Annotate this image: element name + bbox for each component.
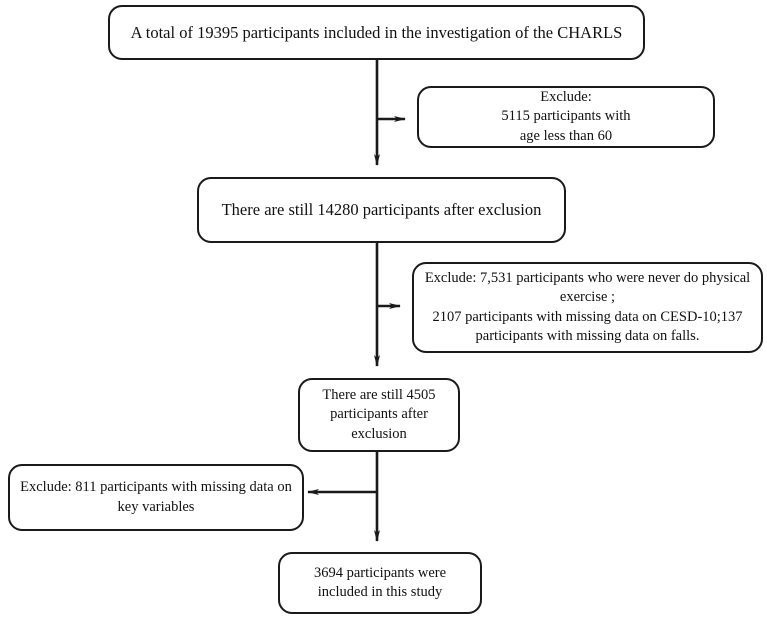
node-total-participants-label: A total of 19395 participants included i… (130, 22, 623, 42)
node-exclude-age-under-60-label: Exclude: 5115 participants with age less… (501, 89, 631, 144)
node-exclude-missing-key-variables: Exclude: 811 participants with missing d… (8, 464, 304, 531)
node-final-included-sample-label: 3694 participants were included in this … (313, 564, 447, 600)
node-final-included-sample: 3694 participants were included in this … (278, 552, 482, 614)
node-exclude-missing-key-variables-label: Exclude: 811 participants with missing d… (20, 479, 292, 515)
node-remaining-after-second-exclusion: There are still 4505 participants after … (298, 378, 460, 452)
node-remaining-after-age-exclusion-label: There are still 14280 participants after… (221, 200, 542, 220)
node-exclude-exercise-cesd-falls-label: Exclude: 7,531 participants who were nev… (424, 270, 751, 344)
node-exclude-exercise-cesd-falls: Exclude: 7,531 participants who were nev… (412, 262, 763, 353)
node-exclude-age-under-60: Exclude: 5115 participants with age less… (417, 86, 715, 148)
node-remaining-after-second-exclusion-label: There are still 4505 participants after … (322, 387, 436, 442)
node-remaining-after-age-exclusion: There are still 14280 participants after… (197, 177, 566, 243)
node-total-participants: A total of 19395 participants included i… (108, 5, 645, 60)
